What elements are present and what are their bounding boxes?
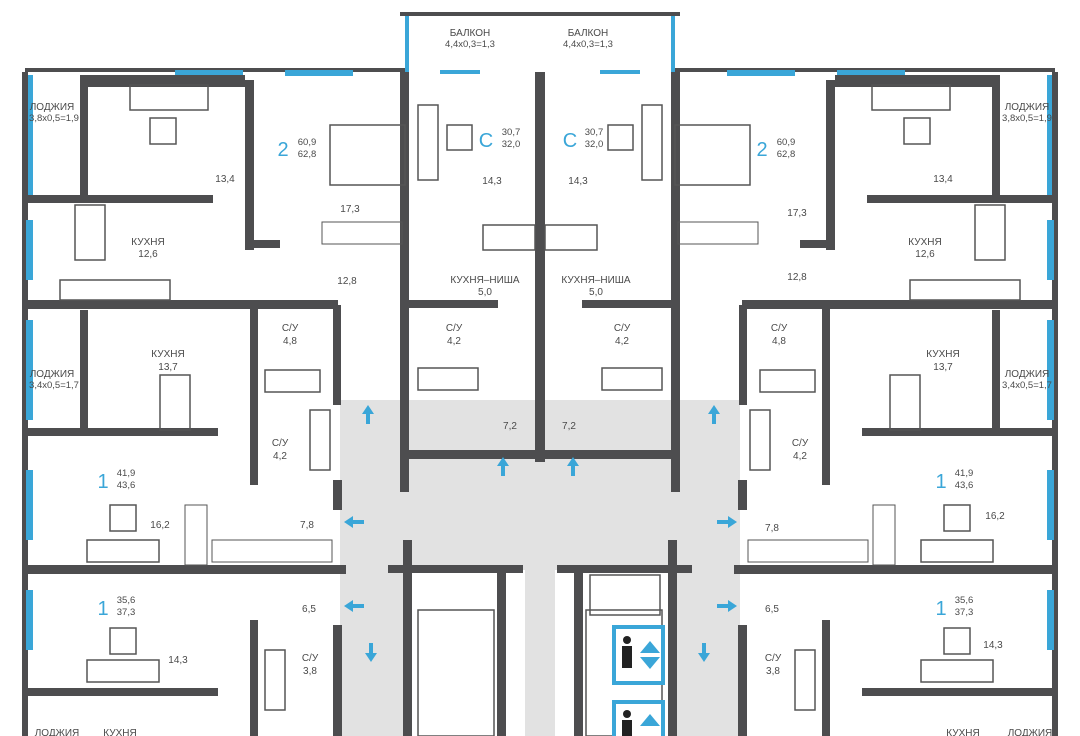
room-area: 17,3 (787, 208, 807, 219)
apartment-type: 1 (97, 471, 108, 493)
room-area: 14,3 (983, 640, 1003, 651)
room-area: 4,2 (615, 336, 629, 347)
room-area: 13,4 (215, 174, 235, 185)
apartment-type: 2 (756, 139, 767, 161)
loggia-size: 3,8x0,5=1,9 (29, 113, 79, 124)
room-label: С/У (272, 438, 289, 449)
room-label: КУХНЯ (131, 237, 164, 248)
loggia-size: 3,4x0,5=1,7 (1002, 380, 1052, 391)
room-area: 7,2 (562, 421, 576, 432)
room-area: 4,8 (772, 336, 786, 347)
total-area: 32,0 (502, 139, 521, 150)
room-area: 4,2 (447, 336, 461, 347)
room-area: 16,2 (150, 520, 170, 531)
room-label: С/У (792, 438, 809, 449)
room-label: С/У (302, 653, 319, 664)
apartment-type: С (479, 130, 493, 152)
apartment-type: 1 (935, 471, 946, 493)
apartment-type: 1 (935, 598, 946, 620)
room-label: С/У (765, 653, 782, 664)
total-area: 62,8 (298, 149, 317, 160)
living-area: 35,6 (117, 595, 136, 606)
room-area: 5,0 (478, 287, 492, 298)
elevator-shaft (585, 565, 665, 736)
room-area: 17,3 (340, 204, 360, 215)
room-label: С/У (771, 323, 788, 334)
loggia-size: 3,8x0,5=1,9 (1002, 113, 1052, 124)
living-area: 60,9 (298, 137, 317, 148)
total-area: 43,6 (117, 480, 136, 491)
balcony-label: БАЛКОН (450, 28, 491, 39)
room-area: 7,8 (300, 520, 314, 531)
loggia-label: ЛОДЖИЯ (1005, 102, 1050, 113)
room-label: КУХНЯ–НИША (450, 275, 520, 286)
left-wing (21, 11, 542, 736)
loggia-label: ЛОДЖИЯ (1005, 369, 1050, 380)
room-area: 3,8 (766, 666, 780, 677)
living-area: 35,6 (955, 595, 974, 606)
total-area: 43,6 (955, 480, 974, 491)
living-area: 60,9 (777, 137, 796, 148)
room-area: 13,7 (933, 362, 953, 373)
room-area: 4,2 (793, 451, 807, 462)
apartment-type: 2 (277, 139, 288, 161)
room-label: КУХНЯ (926, 349, 959, 360)
room-area: 3,8 (303, 666, 317, 677)
living-area: 41,9 (117, 468, 136, 479)
loggia-size: 3,4x0,5=1,7 (29, 380, 79, 391)
loggia-label: ЛОДЖИЯ (35, 728, 80, 736)
room-area: 12,8 (787, 272, 807, 283)
room-area: 16,2 (985, 511, 1005, 522)
room-area: 6,5 (302, 604, 316, 615)
apartment-type: 1 (97, 598, 108, 620)
room-area: 7,8 (765, 523, 779, 534)
room-label: С/У (446, 323, 463, 334)
apartment-type: С (563, 130, 577, 152)
room-area: 14,3 (568, 176, 588, 187)
room-area: 4,2 (273, 451, 287, 462)
total-area: 37,3 (117, 607, 136, 618)
balcony-label: БАЛКОН (568, 28, 609, 39)
room-label: КУХНЯ–НИША (561, 275, 631, 286)
room-label: С/У (282, 323, 299, 334)
room-area: 12,8 (337, 276, 357, 287)
living-area: 30,7 (502, 127, 521, 138)
room-area: 12,6 (138, 249, 158, 260)
balcony-size: 4,4x0,3=1,3 (445, 39, 495, 50)
total-area: 32,0 (585, 139, 604, 150)
loggia-label: ЛОДЖИЯ (30, 102, 75, 113)
room-label: КУХНЯ (151, 349, 184, 360)
room-area: 7,2 (503, 421, 517, 432)
loggia-label: ЛОДЖИЯ (30, 369, 75, 380)
balcony-size: 4,4x0,3=1,3 (563, 39, 613, 50)
room-label: КУХНЯ (946, 728, 979, 736)
total-area: 37,3 (955, 607, 974, 618)
room-label: КУХНЯ (908, 237, 941, 248)
room-area: 6,5 (765, 604, 779, 615)
room-area: 4,8 (283, 336, 297, 347)
room-label: С/У (614, 323, 631, 334)
living-area: 30,7 (585, 127, 604, 138)
total-area: 62,8 (777, 149, 796, 160)
room-area: 14,3 (482, 176, 502, 187)
living-area: 41,9 (955, 468, 974, 479)
room-area: 14,3 (168, 655, 188, 666)
room-label: КУХНЯ (103, 728, 136, 736)
room-area: 13,7 (158, 362, 178, 373)
room-area: 12,6 (915, 249, 935, 260)
room-area: 5,0 (589, 287, 603, 298)
room-area: 13,4 (933, 174, 953, 185)
loggia-label: ЛОДЖИЯ (1008, 728, 1053, 736)
entrance-arrow-icon (344, 405, 737, 662)
